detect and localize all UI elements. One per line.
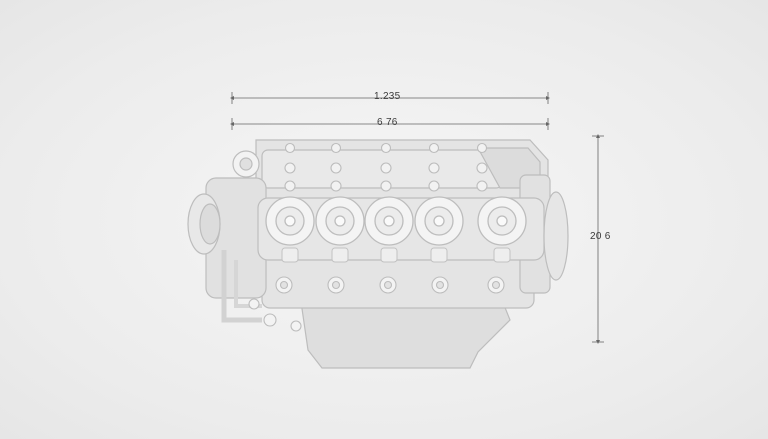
dimension-lines <box>230 92 604 344</box>
cylinder-1 <box>265 196 315 246</box>
head-bolts <box>284 142 488 192</box>
cylinder-5 <box>477 196 527 246</box>
cylinder-2 <box>315 196 365 246</box>
dimension-height-label: 20 6 <box>590 231 611 242</box>
flywheel <box>543 191 569 281</box>
dimension-overall-width-label: 1.235 <box>374 91 401 102</box>
dimension-inner-width-label: 6 76 <box>377 117 398 128</box>
cylinder-3 <box>364 196 414 246</box>
block-bolts <box>248 276 505 332</box>
fittings <box>281 247 511 263</box>
cylinder-row <box>265 196 527 246</box>
cylinder-4 <box>414 196 464 246</box>
oil-filler-cap <box>232 150 260 178</box>
